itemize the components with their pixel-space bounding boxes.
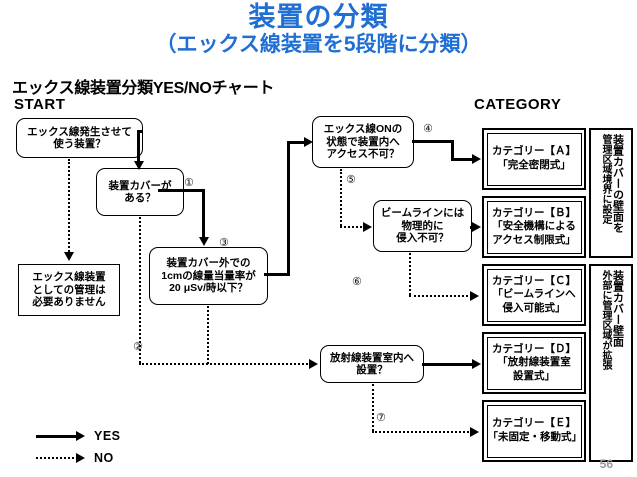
node-q4-label: エックス線ONの 状態で装置内へ アクセス不可？ bbox=[323, 123, 403, 161]
edge-q4-no-horiz bbox=[340, 226, 366, 228]
node-q3[interactable]: 装置カバー外での 1cmの線量当量率が 20 μSv/時以下？ bbox=[149, 247, 268, 305]
edge-q3-yes-h2 bbox=[287, 141, 309, 144]
edge-q4-yes-h1 bbox=[412, 140, 454, 143]
edge-q4-yes-arrow bbox=[472, 154, 481, 164]
edge-q6-no-vert bbox=[372, 384, 374, 431]
edge-q4-no-arrow bbox=[363, 222, 372, 232]
node-q6-label: 放射線装置室内へ 設置？ bbox=[330, 351, 414, 376]
edge-q3-no-vert bbox=[207, 306, 209, 364]
node-no-management-label: エックス線装置 としての管理は 必要ありません bbox=[32, 271, 106, 309]
chart-heading: エックス線装置分類YES/NOチャート bbox=[12, 80, 275, 97]
legend-yes-line bbox=[36, 435, 78, 438]
category-e-label: カテゴリー【Ｅ】 「未固定・移動式」 bbox=[487, 417, 583, 443]
annotation-upper-main: 装置カバーの壁面を bbox=[611, 134, 624, 233]
edge-q1-yes-horiz bbox=[137, 130, 143, 133]
edge-q3-yes-vert bbox=[287, 141, 290, 275]
page-number: 56 bbox=[599, 457, 613, 471]
category-c-label: カテゴリー【Ｃ】 「ビームラインへ 侵入可能式」 bbox=[492, 274, 576, 314]
edge-q2-yes-arrow bbox=[199, 237, 209, 246]
node-q2-label: 装置カバーが ある？ bbox=[108, 179, 172, 204]
step-marker-6: ⑥ bbox=[352, 276, 362, 288]
edge-q2-yes-vert bbox=[202, 189, 205, 238]
annotation-panel-upper: 装置カバーの壁面を 管理区域境界に設定 bbox=[589, 128, 633, 258]
edge-q3-yes-h1 bbox=[264, 273, 290, 276]
edge-q6-yes-arrow bbox=[472, 359, 481, 369]
edge-q2-yes-horiz bbox=[158, 189, 205, 192]
category-b-label: カテゴリー【Ｂ】 「安全機構による アクセス制限式」 bbox=[492, 206, 576, 246]
edge-q1-no-arrow bbox=[64, 252, 74, 261]
edge-q1-yes-arrow bbox=[134, 161, 144, 170]
step-marker-3: ③ bbox=[219, 237, 229, 249]
category-box-e[interactable]: カテゴリー【Ｅ】 「未固定・移動式」 bbox=[482, 400, 586, 462]
category-d-label: カテゴリー【Ｄ】 「放射線装置室 設置式」 bbox=[492, 342, 576, 382]
category-d-inner: カテゴリー【Ｄ】 「放射線装置室 設置式」 bbox=[486, 336, 582, 390]
step-marker-1: ① bbox=[184, 177, 194, 189]
category-a-label: カテゴリー【Ａ】 「完全密閉式」 bbox=[492, 145, 576, 171]
node-q5[interactable]: ビームラインには 物理的に 侵入不可？ bbox=[373, 200, 472, 252]
annotation-lower-main: 装置カバー壁面 bbox=[611, 270, 624, 347]
category-e-inner: カテゴリー【Ｅ】 「未固定・移動式」 bbox=[486, 404, 583, 458]
edge-q6-no-arrow bbox=[470, 427, 479, 437]
edge-q6-yes-horiz bbox=[422, 363, 476, 366]
edge-q3-yes-arrow bbox=[304, 137, 313, 147]
legend-no-line bbox=[36, 457, 78, 459]
edge-q4-yes-vert bbox=[451, 140, 454, 161]
category-box-c[interactable]: カテゴリー【Ｃ】 「ビームラインへ 侵入可能式」 bbox=[482, 264, 586, 326]
edge-q4-no-vert bbox=[340, 169, 342, 226]
category-c-inner: カテゴリー【Ｃ】 「ビームラインへ 侵入可能式」 bbox=[486, 268, 582, 322]
step-marker-2: ② bbox=[133, 341, 143, 353]
node-q1-label: エックス線発生させて 使う装置？ bbox=[27, 125, 132, 150]
node-q5-label: ビームラインには 物理的に 侵入不可？ bbox=[380, 207, 465, 245]
page-subtitle: （エックス線装置を5段階に分類） bbox=[155, 33, 482, 56]
node-q1[interactable]: エックス線発生させて 使う装置？ bbox=[16, 118, 143, 158]
node-q3-label: 装置カバー外での 1cmの線量当量率が 20 μSv/時以下？ bbox=[161, 257, 256, 295]
category-box-b[interactable]: カテゴリー【Ｂ】 「安全機構による アクセス制限式」 bbox=[482, 196, 586, 258]
legend-no-label: NO bbox=[94, 451, 114, 465]
edge-q4-yes-h2 bbox=[451, 158, 477, 161]
legend-yes-arrow bbox=[76, 431, 85, 441]
node-no-management[interactable]: エックス線装置 としての管理は 必要ありません bbox=[18, 264, 120, 316]
edge-q1-yes-vert bbox=[137, 130, 140, 164]
annotation-lower-sub: 外部に管理区域が拡張 bbox=[599, 270, 611, 370]
annotation-panel-lower: 装置カバー壁面 外部に管理区域が拡張 bbox=[589, 264, 633, 462]
edge-q5-no-horiz bbox=[409, 295, 472, 297]
page-title: 装置の分類 bbox=[248, 2, 389, 32]
edge-q5-no-vert bbox=[409, 253, 411, 295]
legend-no-arrow bbox=[76, 453, 85, 463]
category-b-inner: カテゴリー【Ｂ】 「安全機構による アクセス制限式」 bbox=[486, 200, 582, 254]
step-marker-4: ④ bbox=[423, 123, 433, 135]
edge-q1-no-vert bbox=[68, 159, 70, 252]
edge-q2-no-arrow bbox=[309, 359, 318, 369]
start-label: START bbox=[14, 96, 66, 113]
category-box-d[interactable]: カテゴリー【Ｄ】 「放射線装置室 設置式」 bbox=[482, 332, 586, 394]
annotation-upper-sub: 管理区域境界に設定 bbox=[599, 134, 611, 224]
legend-yes-label: YES bbox=[94, 429, 121, 443]
step-marker-5: ⑤ bbox=[346, 174, 356, 186]
node-q6[interactable]: 放射線装置室内へ 設置？ bbox=[320, 345, 424, 383]
category-label: CATEGORY bbox=[474, 96, 562, 113]
node-q2[interactable]: 装置カバーが ある？ bbox=[96, 168, 184, 216]
edge-q2-no-horiz bbox=[139, 363, 311, 365]
edge-q5-yes-arrow bbox=[472, 222, 481, 232]
category-box-a[interactable]: カテゴリー【Ａ】 「完全密閉式」 bbox=[482, 128, 586, 190]
node-q4[interactable]: エックス線ONの 状態で装置内へ アクセス不可？ bbox=[312, 116, 414, 168]
step-marker-7: ⑦ bbox=[376, 412, 386, 424]
edge-q2-no-vert bbox=[139, 217, 141, 363]
edge-q5-no-arrow bbox=[470, 291, 479, 301]
category-a-inner: カテゴリー【Ａ】 「完全密閉式」 bbox=[486, 132, 582, 186]
edge-q6-no-horiz bbox=[372, 431, 472, 433]
